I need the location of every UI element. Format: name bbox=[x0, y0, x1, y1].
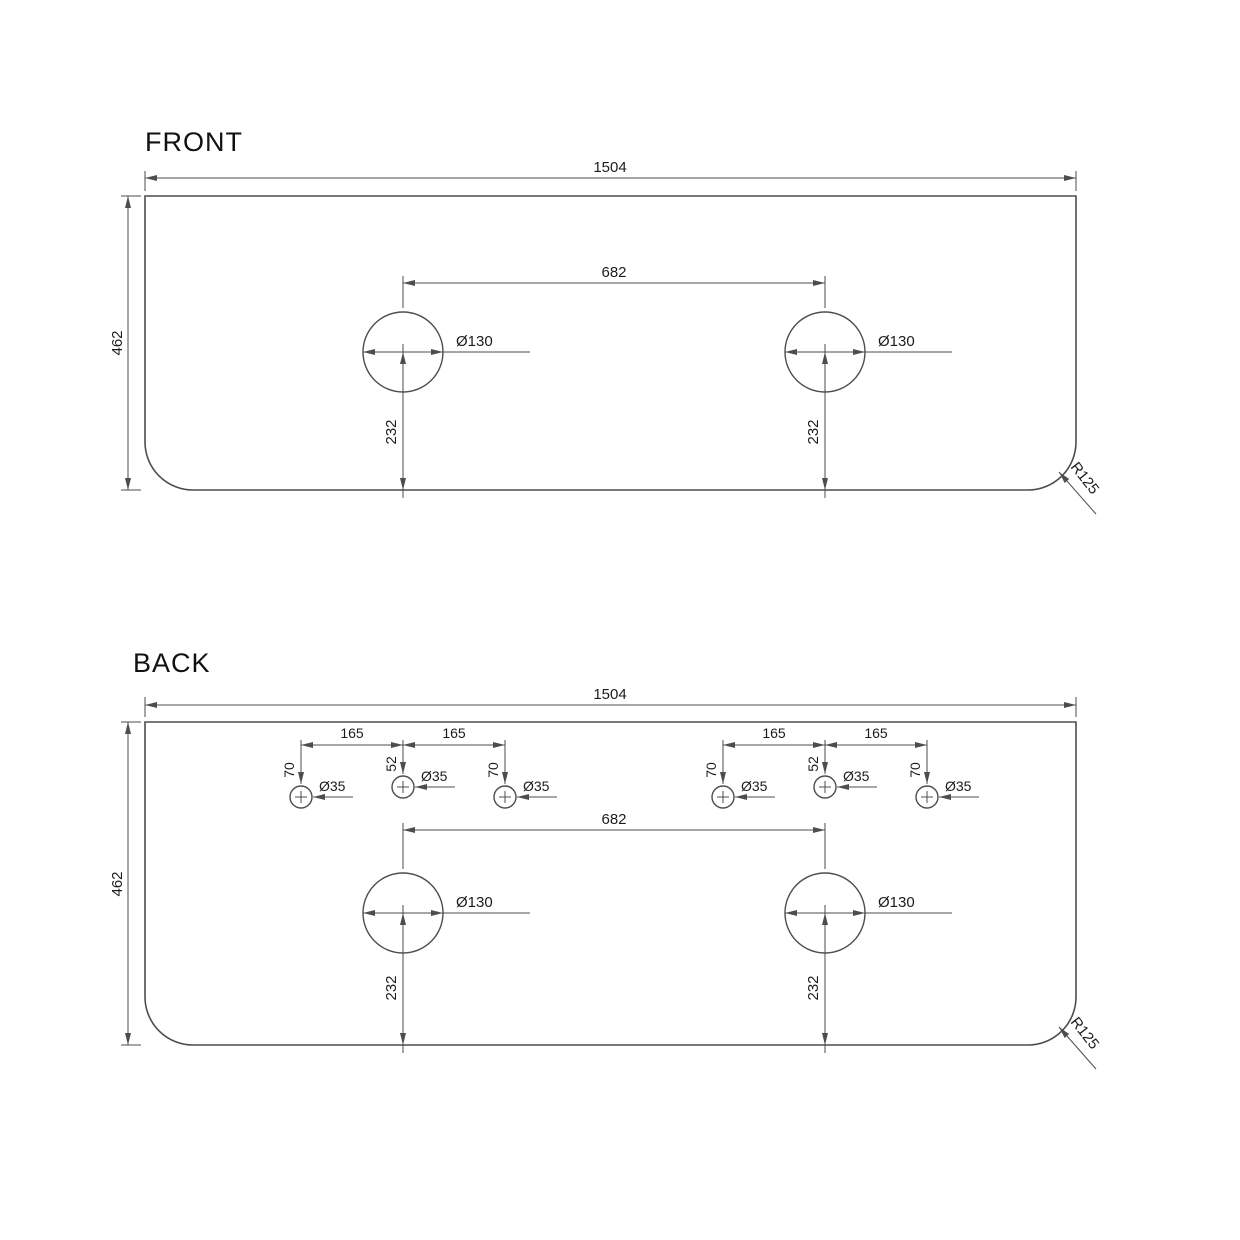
front-dim-hole-diameter-left: Ø130 bbox=[363, 333, 530, 355]
front-hole-diameter-label-left: Ø130 bbox=[456, 333, 493, 350]
back-tap-offset-label-1: 70 bbox=[281, 762, 297, 778]
front-hole-offset-label-right: 232 bbox=[805, 419, 822, 444]
back-tap-hole-1 bbox=[289, 785, 313, 809]
back-dim-hole-offset-left: 232 bbox=[383, 913, 406, 1053]
back-dim-corner-radius: R125 bbox=[1058, 1014, 1102, 1070]
front-hole-offset-label-left: 232 bbox=[383, 419, 400, 444]
front-dim-overall-depth: 462 bbox=[109, 195, 141, 491]
back-overall-depth-label: 462 bbox=[109, 871, 126, 896]
front-dim-overall-width: 1504 bbox=[144, 159, 1077, 191]
back-dim-hole-spacing: 682 bbox=[402, 811, 826, 869]
front-dim-hole-spacing: 682 bbox=[402, 264, 826, 308]
front-view: FRONT 1504 462 682 bbox=[109, 127, 1102, 515]
front-view-title: FRONT bbox=[145, 127, 243, 157]
back-overall-width-label: 1504 bbox=[593, 686, 626, 703]
front-overall-depth-label: 462 bbox=[109, 330, 126, 355]
back-tap-offset-label-3: 70 bbox=[485, 762, 501, 778]
back-tap-diameter-labels: Ø35 Ø35 Ø35 Ø35 Ø35 Ø35 bbox=[313, 768, 979, 800]
back-tap-spacing-label-3: 165 bbox=[762, 725, 786, 741]
back-tap-offset-label-2: 52 bbox=[383, 756, 399, 772]
back-dim-tap-spacing-left: 165 165 bbox=[301, 725, 505, 748]
back-tap-hole-3 bbox=[493, 785, 517, 809]
back-dim-hole-offset-right: 232 bbox=[805, 913, 828, 1053]
front-corner-radius-label: R125 bbox=[1067, 459, 1102, 498]
back-tap-spacing-label-4: 165 bbox=[864, 725, 888, 741]
back-panel-outline bbox=[144, 721, 1077, 1046]
back-dim-hole-diameter-right: Ø130 bbox=[785, 894, 952, 916]
back-view-title: BACK bbox=[133, 648, 211, 678]
back-tap-diameter-label-4: Ø35 bbox=[741, 778, 768, 794]
back-tap-spacing-label-2: 165 bbox=[442, 725, 466, 741]
back-tap-diameter-label-2: Ø35 bbox=[421, 768, 448, 784]
back-hole-spacing-label: 682 bbox=[601, 811, 626, 828]
front-overall-width-label: 1504 bbox=[593, 159, 626, 176]
front-panel-outline bbox=[144, 195, 1077, 491]
back-hole-offset-label-right: 232 bbox=[805, 975, 822, 1000]
back-tap-spacing-label-1: 165 bbox=[340, 725, 364, 741]
back-tap-diameter-label-3: Ø35 bbox=[523, 778, 550, 794]
back-tap-hole-5 bbox=[813, 775, 837, 799]
back-tap-hole-6 bbox=[915, 785, 939, 809]
front-hole-diameter-label-right: Ø130 bbox=[878, 333, 915, 350]
back-tap-offset-label-5: 52 bbox=[805, 756, 821, 772]
back-hole-diameter-label-left: Ø130 bbox=[456, 894, 493, 911]
back-tap-offset-label-4: 70 bbox=[703, 762, 719, 778]
back-dim-hole-diameter-left: Ø130 bbox=[363, 894, 530, 916]
back-tap-offset-label-6: 70 bbox=[907, 762, 923, 778]
back-hole-offset-label-left: 232 bbox=[383, 975, 400, 1000]
front-dim-hole-offset-left: 232 bbox=[383, 352, 406, 498]
back-tap-diameter-label-5: Ø35 bbox=[843, 768, 870, 784]
back-tap-diameter-label-6: Ø35 bbox=[945, 778, 972, 794]
back-hole-diameter-label-right: Ø130 bbox=[878, 894, 915, 911]
back-dim-tap-spacing-right: 165 165 bbox=[723, 725, 927, 748]
back-corner-radius-label: R125 bbox=[1067, 1014, 1102, 1053]
front-dim-hole-diameter-right: Ø130 bbox=[785, 333, 952, 355]
front-dim-corner-radius: R125 bbox=[1058, 459, 1102, 515]
back-tap-hole-4 bbox=[711, 785, 735, 809]
back-tap-diameter-label-1: Ø35 bbox=[319, 778, 346, 794]
front-hole-spacing-label: 682 bbox=[601, 264, 626, 281]
back-dim-tap-offsets: 70 52 70 70 52 70 bbox=[281, 740, 930, 784]
back-dim-overall-width: 1504 bbox=[144, 686, 1077, 717]
back-view: BACK 1504 462 bbox=[109, 648, 1102, 1070]
back-tap-hole-2 bbox=[391, 775, 415, 799]
back-dim-overall-depth: 462 bbox=[109, 721, 141, 1046]
front-dim-hole-offset-right: 232 bbox=[805, 352, 828, 498]
